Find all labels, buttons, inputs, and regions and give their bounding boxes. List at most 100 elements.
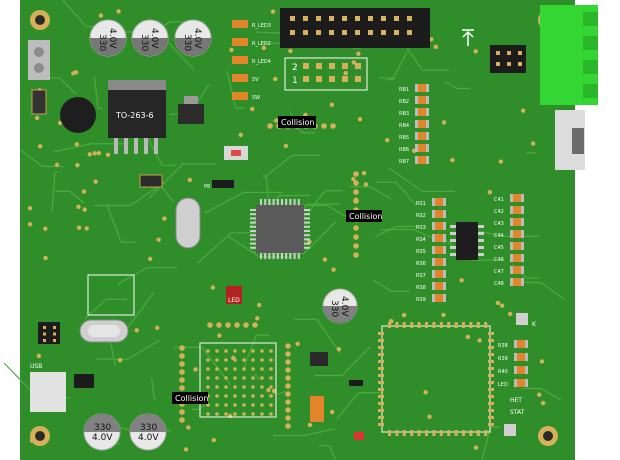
smd-label: RB4 [399,123,409,129]
smd-label: RS5 [416,249,426,255]
copper-trace [228,235,290,258]
mcu-chip [256,205,304,253]
smd-label: C43 [494,221,504,227]
capacitor-voltage: 4.0V [149,28,159,49]
via [76,204,81,210]
smd-resistor [514,340,528,348]
smd-resistor [432,282,446,290]
copper-trace [336,392,380,420]
regulator-pin [144,138,148,154]
header-pad [285,375,291,381]
module-pad [488,402,494,405]
via [75,162,80,168]
via [186,425,191,430]
socket-pad [242,376,246,380]
module-pad [469,430,473,436]
socket-pad [242,394,246,398]
socket-pad [215,358,219,362]
copper-trace [147,137,177,166]
silk-label: STAT [510,409,525,416]
socket-pad [251,412,255,416]
smd-pad [521,266,524,274]
via [105,152,111,158]
smd-pad [426,96,429,104]
via [539,359,545,364]
smd-label: C48 [494,281,504,287]
capacitor-stripe [130,414,166,432]
header-pin [342,16,347,21]
via [27,222,33,227]
socket-pad [260,412,264,416]
header-pin [43,326,46,329]
smd-pad [443,222,446,230]
smd-pad [510,230,513,238]
via [84,226,89,231]
capacitor-value: 330 [182,34,192,51]
socket-pad [233,349,237,353]
via [385,137,390,143]
smd-pad [432,270,435,278]
via [423,390,428,395]
socket-pad [224,349,228,353]
soic-pin [450,253,456,256]
smd-pad [510,278,513,286]
header-pin [407,16,412,21]
module-pad [417,430,421,436]
header-pad [179,345,185,351]
socket-pad [215,394,219,398]
module-pad [378,339,384,342]
via [473,49,478,54]
mcu-pin [289,199,292,205]
via [74,142,79,147]
via [27,206,33,211]
module-pad [439,430,443,436]
smd-label: SW [252,95,260,101]
copper-trace [226,70,245,109]
smd-resistor [510,278,524,286]
smd-pad [521,230,524,238]
copper-trace [242,334,270,370]
socket-pad [215,349,219,353]
smd-pad [443,210,446,218]
via [257,302,262,308]
smd-pad [415,144,418,152]
module-pad [439,322,443,328]
smd-pad [432,282,435,290]
mcu-pin [297,253,300,259]
header-pad [285,423,291,429]
copper-trace [93,75,103,110]
socket-pad [224,394,228,398]
module-pad [410,430,414,436]
collision-tag: Collision [281,118,315,127]
mcu-pin [289,253,292,259]
header-pad [353,189,359,195]
module-pad [488,339,494,342]
via [217,333,222,338]
copper-trace [481,426,501,460]
socket-pad [260,376,264,380]
via [520,108,526,113]
smd-resistor [415,96,429,104]
header-pin [518,51,522,55]
socket-pad [242,403,246,407]
header-pin [407,30,412,35]
capacitor-voltage: 4.0V [138,433,159,443]
via [273,76,278,82]
via [187,177,192,183]
smd-label: RS8 [416,285,426,291]
regulator-body [108,88,166,138]
via [43,226,48,231]
transistor-sot223 [178,104,204,124]
copper-trace [94,180,168,207]
socket-pad [233,376,237,380]
test-button [504,424,516,436]
module-pad [432,322,436,328]
header-pin [507,62,511,66]
via [487,190,492,195]
terminal-screw [34,63,44,73]
mcu-pin [268,253,271,259]
copper-trace [117,266,177,285]
smd-resistor [415,84,429,92]
socket-pad [233,385,237,389]
smd-diode [139,174,163,188]
